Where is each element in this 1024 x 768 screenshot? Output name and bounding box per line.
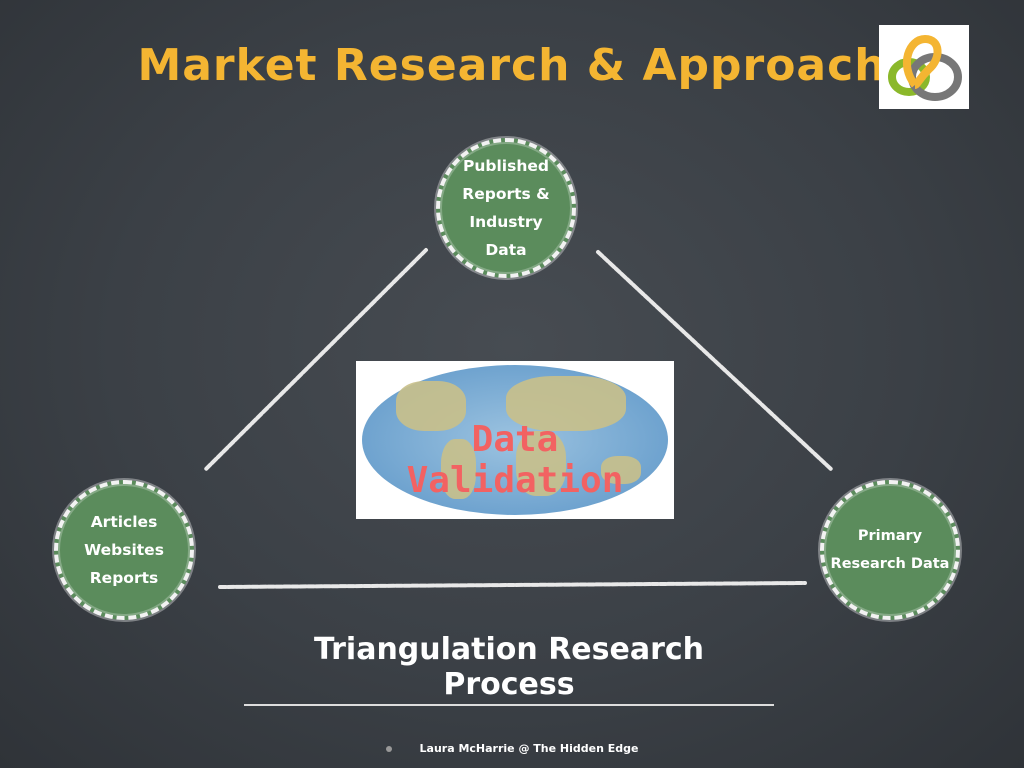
logo <box>879 25 969 109</box>
node-text: Industry <box>469 213 543 231</box>
world-map-image: Data Validation <box>356 361 674 519</box>
node-text: Reports & <box>462 185 550 203</box>
line-top-right <box>596 250 834 472</box>
node-text: Articles <box>90 513 158 531</box>
node-text: Research Data <box>830 556 950 572</box>
bullet-icon <box>385 746 392 752</box>
subtitle: Triangulation Research Process <box>244 632 774 706</box>
footer-text: Laura McHarrie @ The Hidden Edge <box>419 742 639 755</box>
footer: Laura McHarrie @ The Hidden Edge <box>0 742 1024 755</box>
line-bottom <box>218 581 807 589</box>
node-text: Published <box>463 157 549 175</box>
interlocking-rings-icon <box>888 34 962 101</box>
node-text: Data <box>485 241 527 259</box>
slide-title: Market Research & Approach <box>137 40 887 91</box>
node-text: Reports <box>89 569 159 587</box>
line-top-left <box>203 248 428 472</box>
node-text: Websites <box>84 541 164 559</box>
data-validation-label: Data Validation <box>406 419 624 501</box>
node-text: Primary <box>857 528 923 544</box>
